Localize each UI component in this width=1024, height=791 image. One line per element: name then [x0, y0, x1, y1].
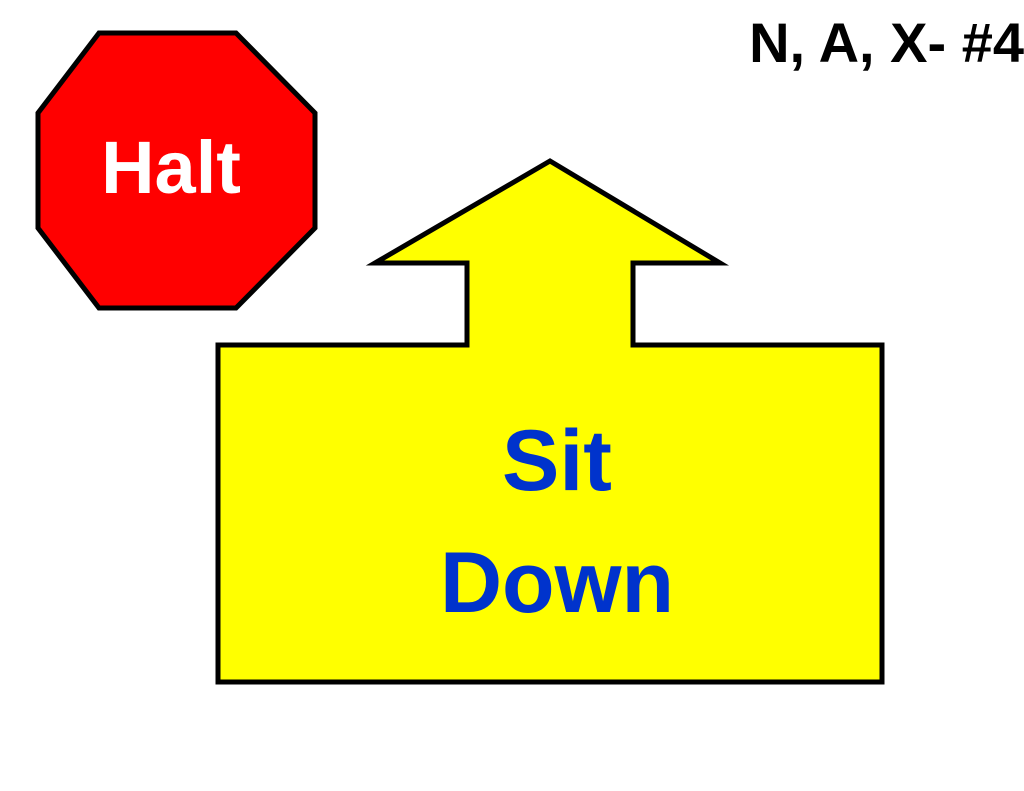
arrow-box-line2: Down — [440, 535, 674, 631]
stop-sign-label: Halt — [101, 126, 241, 209]
up-arrow-shape — [215, 158, 885, 685]
arrow-box-line1: Sit — [502, 413, 612, 509]
stop-sign: Halt — [35, 30, 318, 311]
stop-sign-octagon — [35, 30, 318, 311]
up-arrow-box: Sit Down — [215, 158, 885, 685]
slide-id-label: N, A, X- #4 — [749, 11, 1024, 74]
